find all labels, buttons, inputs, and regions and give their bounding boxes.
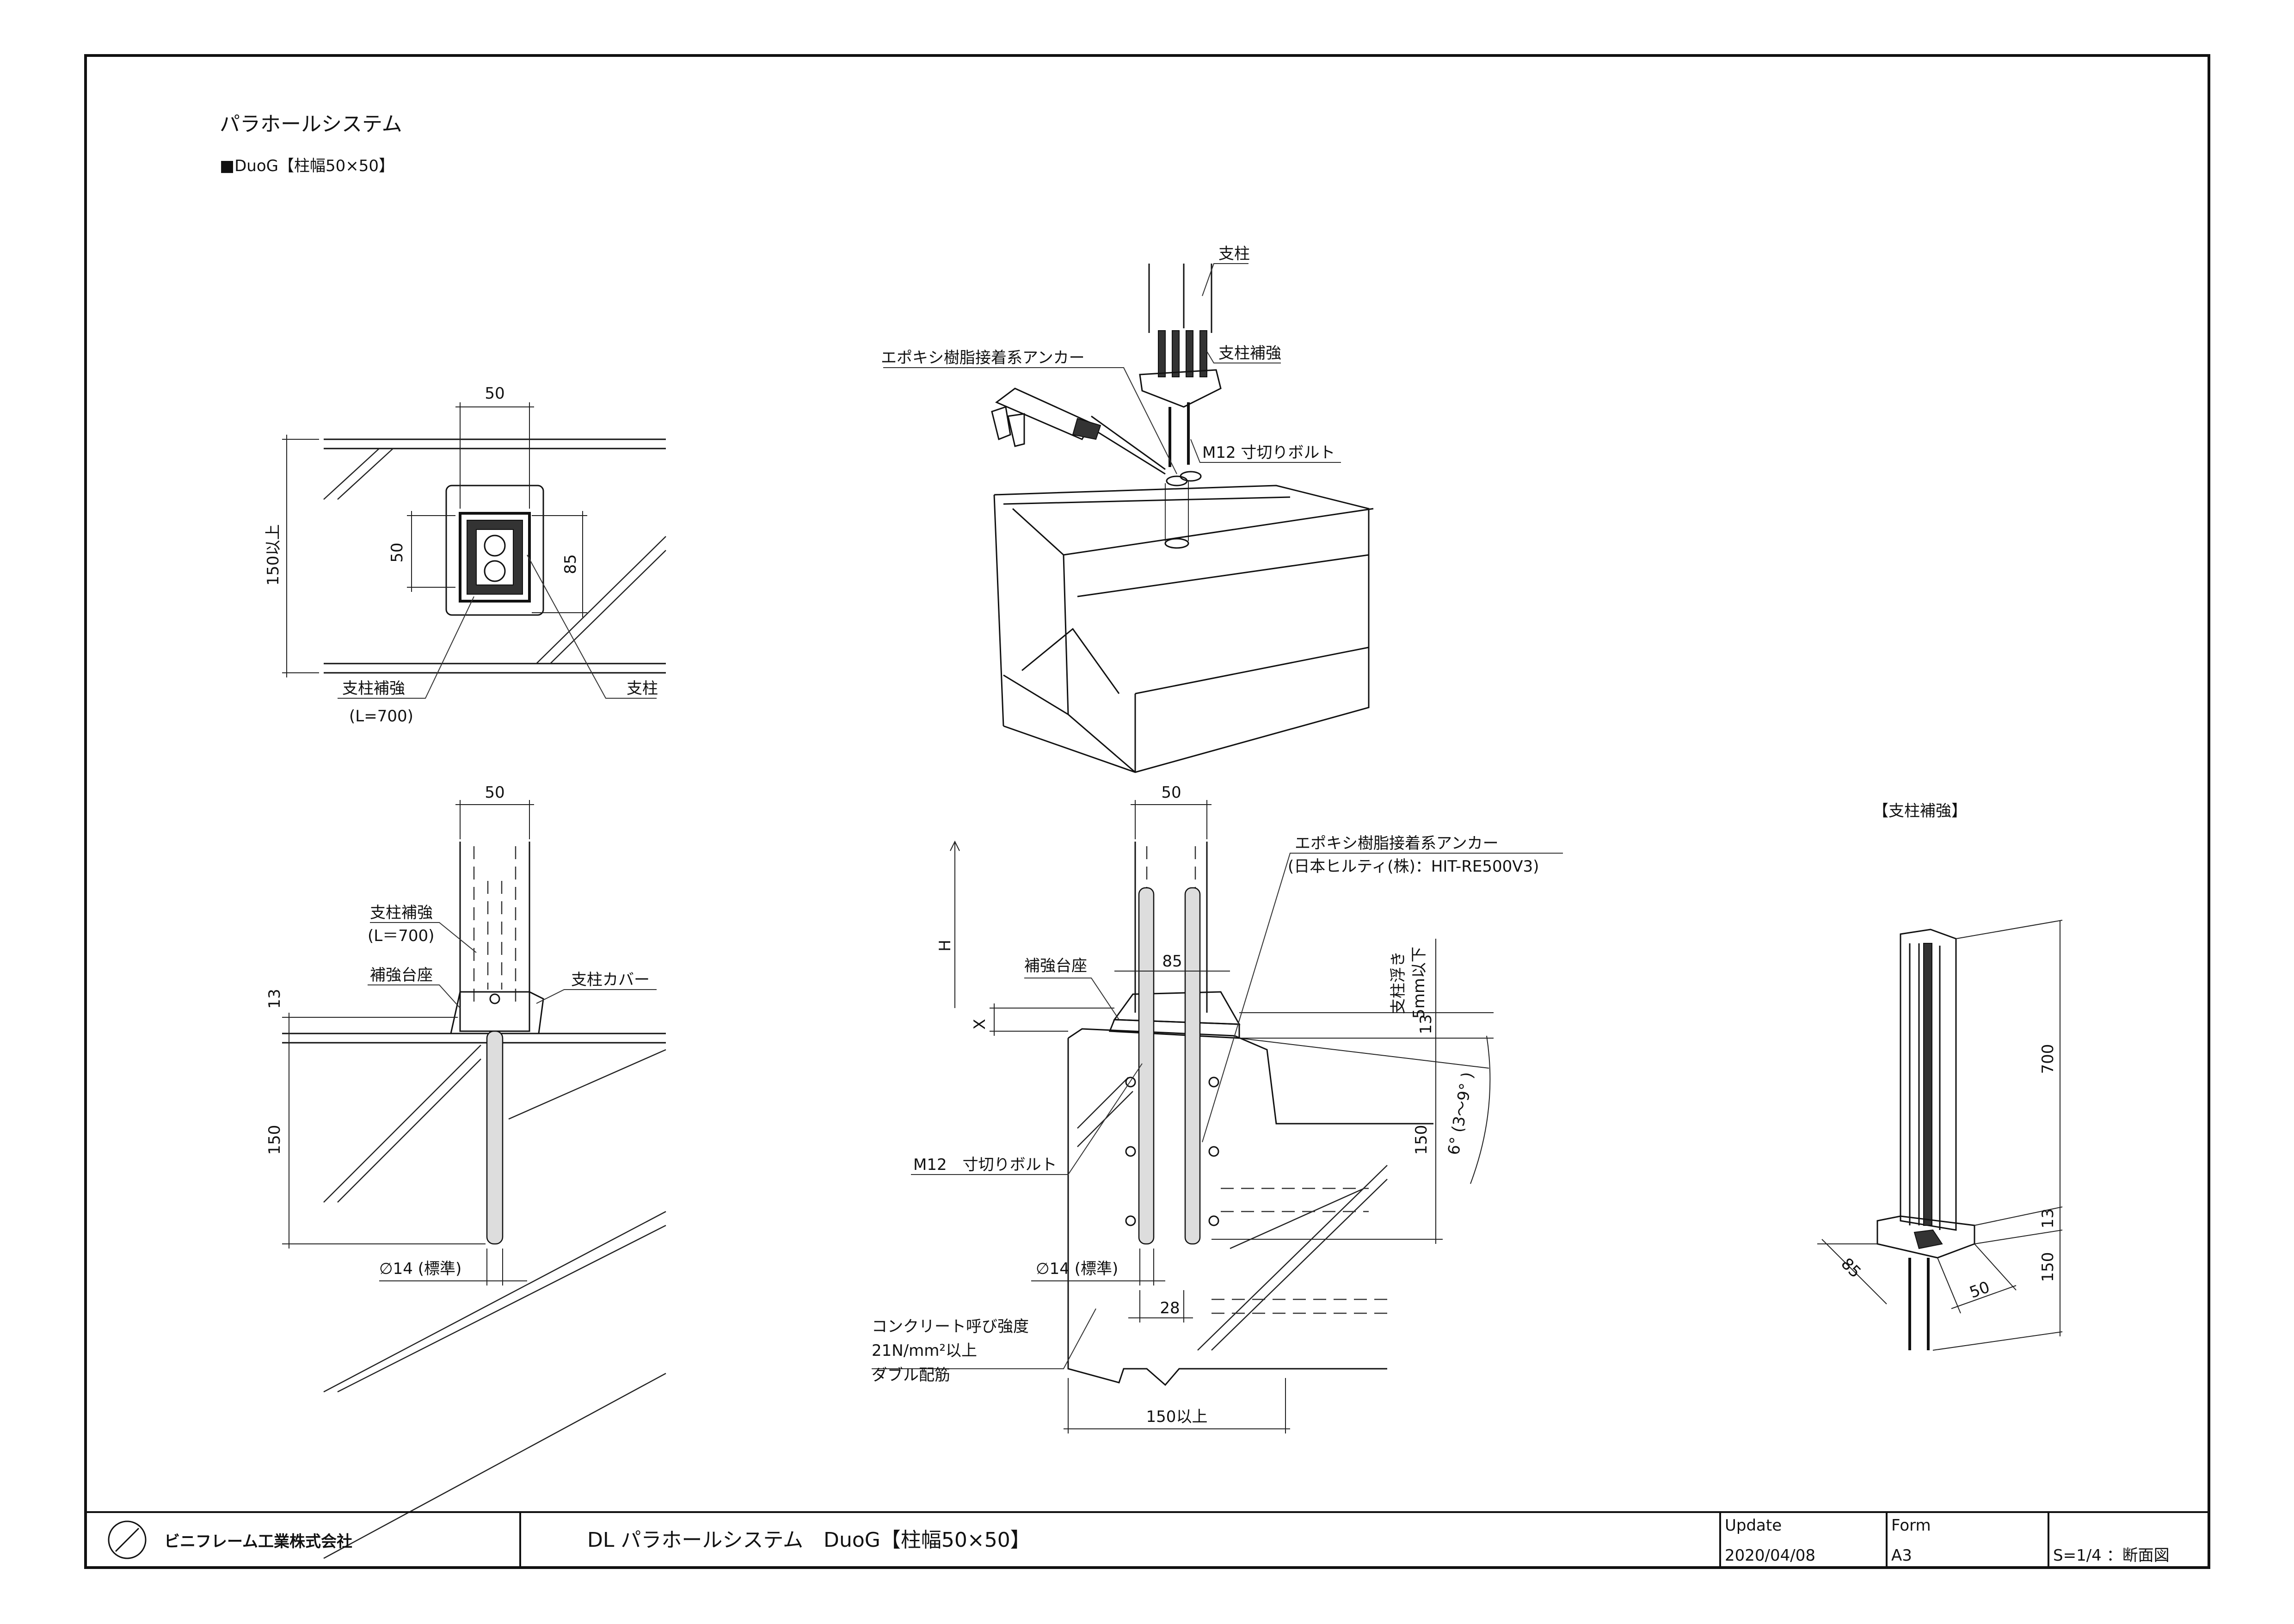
secR-dim-13: 13 bbox=[1417, 1014, 1435, 1034]
iso-label-reinforce: 支柱補強 bbox=[1218, 344, 1281, 363]
secL-dim-13: 13 bbox=[265, 989, 284, 1009]
secR-label-base: 補強台座 bbox=[1024, 957, 1087, 975]
form-value: A3 bbox=[1891, 1546, 1912, 1565]
title-block: ビニフレーム工業株式会社 DL パラホールシステム DuoG【柱幅50×50】 … bbox=[86, 1511, 2209, 1568]
secR-label-concrete-1: コンクリート呼び強度 bbox=[872, 1317, 1029, 1336]
plan-view: 50 50 85 150以上 支柱補強 (L=700) 支柱 bbox=[264, 384, 666, 726]
iso-label-anchor: エポキシ樹脂接着系アンカー bbox=[881, 349, 1085, 367]
secL-label-base: 補強台座 bbox=[370, 966, 433, 984]
update-value: 2020/04/08 bbox=[1725, 1546, 1815, 1565]
secR-label-x: X bbox=[971, 1019, 989, 1029]
iso-install-view: 支柱 支柱補強 エポキシ樹脂接着系アンカー M12 寸切りボルト bbox=[881, 245, 1374, 773]
scale-label: S=1/4 ：断面図 bbox=[2053, 1546, 2170, 1565]
secL-dim-top: 50 bbox=[485, 783, 504, 802]
company-logo-icon bbox=[108, 1520, 147, 1559]
detail-dim-50: 50 bbox=[1967, 1278, 1992, 1302]
iso-label-bolt: M12 寸切りボルト bbox=[1202, 443, 1335, 462]
secL-label-reinforce: 支柱補強 bbox=[370, 904, 433, 922]
secR-label-angle: 6° (3～9° ) bbox=[1445, 1070, 1477, 1156]
detail-dim-700: 700 bbox=[2039, 1044, 2057, 1074]
detail-dim-13: 13 bbox=[2039, 1208, 2057, 1228]
plan-label-reinforce-len: (L=700) bbox=[349, 707, 413, 726]
secR-dim-bottom: 150以上 bbox=[1146, 1408, 1208, 1426]
secR-label-concrete-2: 21N/mm²以上 bbox=[872, 1341, 977, 1360]
secR-label-anchor-maker: (日本ヒルティ(株)：HIT-RE500V3) bbox=[1288, 857, 1539, 876]
update-label: Update bbox=[1725, 1516, 1782, 1535]
page-subtitle: ■DuoG【柱幅50×50】 bbox=[220, 157, 394, 175]
section-right-view: 50 85 H X 13 150 支柱浮き 5mm以下 6° (3～9° ) エ… bbox=[872, 783, 1563, 1433]
detail-title: 【支柱補強】 bbox=[1873, 802, 1967, 820]
secR-label-concrete-3: ダブル配筋 bbox=[872, 1366, 950, 1384]
secR-label-float: 支柱浮き bbox=[1389, 951, 1408, 1014]
secR-label-dia: ∅14 (標準) bbox=[1036, 1260, 1118, 1278]
company-name: ビニフレーム工業株式会社 bbox=[164, 1532, 352, 1551]
secL-label-reinforce-len: (L＝700) bbox=[368, 927, 434, 945]
page-title: パラホールシステム bbox=[220, 112, 402, 136]
secR-dim-85: 85 bbox=[1162, 952, 1182, 971]
drawing-title: DL パラホールシステム DuoG【柱幅50×50】 bbox=[587, 1528, 1031, 1552]
plan-label-post: 支柱 bbox=[627, 679, 658, 698]
plan-label-reinforce: 支柱補強 bbox=[342, 679, 405, 698]
secR-label-h: H bbox=[936, 940, 954, 952]
section-left-view: 50 13 150 ∅14 (標準) 支柱補強 (L＝700) 補強台座 支柱カ… bbox=[265, 783, 666, 1559]
secL-dim-150: 150 bbox=[265, 1125, 284, 1155]
secL-label-dia: ∅14 (標準) bbox=[379, 1260, 461, 1278]
secR-label-bolt: M12 寸切りボルト bbox=[913, 1156, 1057, 1174]
secL-label-cover: 支柱カバー bbox=[571, 971, 650, 989]
iso-label-post: 支柱 bbox=[1218, 245, 1250, 263]
plan-dim-right: 85 bbox=[561, 554, 580, 574]
form-label: Form bbox=[1891, 1516, 1931, 1535]
detail-iso-view: 【支柱補強】 700 13 150 85 50 bbox=[1817, 802, 2063, 1351]
secR-dim-top: 50 bbox=[1161, 783, 1181, 802]
secR-dim-28: 28 bbox=[1160, 1299, 1180, 1317]
secR-dim-150: 150 bbox=[1412, 1125, 1431, 1155]
plan-dim-top: 50 bbox=[485, 384, 504, 403]
outer-frame bbox=[84, 54, 2210, 1569]
secR-label-float-val: 5mm以下 bbox=[1410, 947, 1428, 1019]
secR-label-anchor: エポキシ樹脂接着系アンカー bbox=[1295, 834, 1499, 853]
plan-dim-side: 150以上 bbox=[264, 524, 283, 586]
plan-dim-left: 50 bbox=[388, 542, 406, 562]
detail-dim-150: 150 bbox=[2039, 1252, 2057, 1282]
